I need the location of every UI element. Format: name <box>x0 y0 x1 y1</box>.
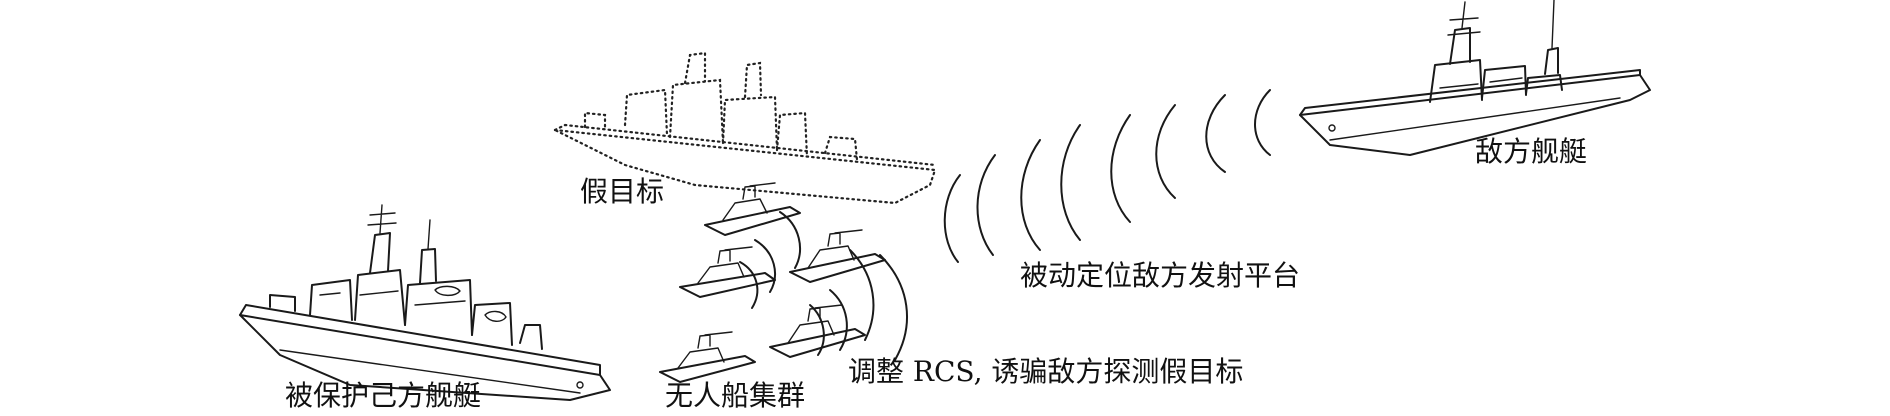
protected-ship-label: 被保护己方舰艇 <box>285 379 482 412</box>
usv-boat-3 <box>789 229 886 283</box>
usv-boat-1 <box>704 182 801 236</box>
rcs-signal-waves <box>739 211 908 361</box>
decoy-label: 假目标 <box>580 175 665 208</box>
enemy-ship-drawing <box>1299 0 1651 156</box>
protected-ship-drawing <box>239 204 611 401</box>
usv-swarm-label: 无人船集群 <box>665 379 806 412</box>
passive-locate-label: 被动定位敌方发射平台 <box>1020 259 1301 292</box>
decoy-ship-drawing <box>553 51 937 205</box>
usv-boat-2 <box>679 246 776 298</box>
enemy-ship-label: 敌方舰艇 <box>1475 135 1588 168</box>
usv-boat-4 <box>659 331 756 383</box>
passive-locate-waves <box>943 89 1271 263</box>
usv-boat-5 <box>769 304 866 358</box>
rcs-adjust-label: 调整 RCS, 诱骗敌方探测假目标 <box>848 355 1244 388</box>
